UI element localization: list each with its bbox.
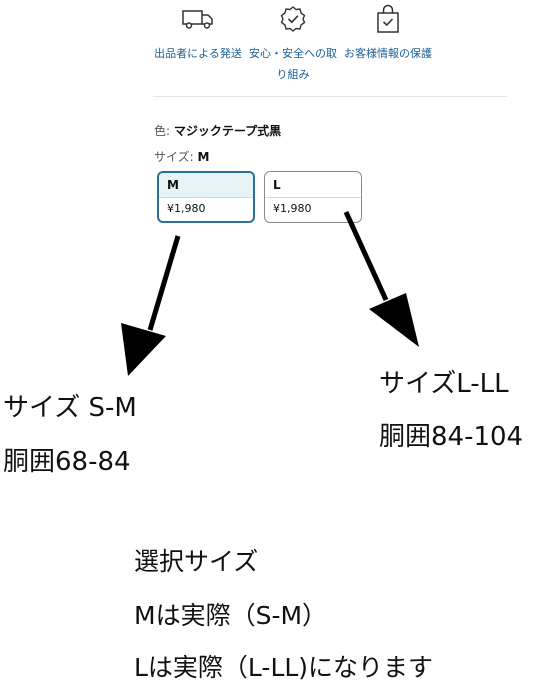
feature-label[interactable]: 安心・安全への取り組み: [249, 47, 337, 81]
size-option-price: ¥1,980: [273, 202, 312, 215]
size-selection: サイズ: M: [154, 149, 209, 165]
size-option-name: M: [159, 173, 253, 198]
note-line-1: 選択サイズ: [134, 547, 259, 576]
size-option-m[interactable]: M ¥1,980: [157, 171, 255, 223]
size-option-name: L: [265, 172, 361, 198]
left-arrow: [121, 235, 181, 376]
left-annotation-size: サイズ S-M: [3, 393, 137, 423]
size-value: M: [197, 150, 210, 164]
feature-label[interactable]: お客様情報の保護: [344, 47, 432, 60]
size-option-l[interactable]: L ¥1,980: [264, 171, 362, 223]
right-annotation-size: サイズL-LL: [379, 369, 509, 399]
section-divider: [153, 96, 507, 97]
feature-label[interactable]: 出品者による発送: [154, 47, 242, 60]
size-option-price: ¥1,980: [167, 202, 206, 215]
size-label: サイズ:: [154, 150, 194, 164]
color-selection: 色: マジックテープ式黒: [154, 123, 281, 139]
security-badge-icon: [245, 4, 341, 34]
color-label: 色:: [154, 124, 171, 138]
secure-bag-icon: [340, 4, 436, 34]
left-annotation-waist: 胴囲68-84: [3, 447, 131, 477]
note-line-3: Lは実際（L-LL)になります: [134, 653, 434, 682]
delivery-truck-icon: [150, 4, 246, 34]
note-line-2: Mは実際（S-M）: [134, 601, 328, 630]
right-arrow: [343, 210, 419, 347]
color-value: マジックテープ式黒: [173, 124, 282, 138]
right-annotation-waist: 胴囲84-104: [379, 422, 524, 452]
feature-icons-row: 出品者による発送 安心・安全への取り組み お客様情報の保護: [150, 0, 450, 90]
